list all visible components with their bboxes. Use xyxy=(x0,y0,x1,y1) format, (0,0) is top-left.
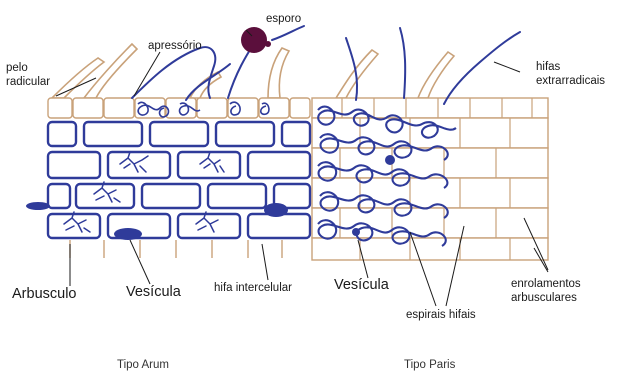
lower-walls-left xyxy=(70,240,282,258)
label-arbusculo: Arbusculo xyxy=(12,286,76,303)
label-extrarradicais: extrarradicais xyxy=(536,74,605,88)
epidermis-left xyxy=(48,98,310,118)
label-espirais-hifais: espirais hifais xyxy=(406,308,476,322)
paris-panel xyxy=(312,28,548,306)
label-hifa-intercelular: hifa intercelular xyxy=(214,281,292,295)
label-esporo: esporo xyxy=(266,12,301,26)
label-vesicula-right: Vesícula xyxy=(334,277,389,294)
caption-tipo-paris: Tipo Paris xyxy=(404,358,455,372)
extraradical-hyphae-right xyxy=(346,28,520,104)
label-pelo: pelo xyxy=(6,61,28,75)
caption-tipo-arum: Tipo Arum xyxy=(117,358,169,372)
label-vesicula-left: Vesícula xyxy=(126,284,181,301)
cortex-cells-left xyxy=(48,122,310,238)
arum-panel xyxy=(26,26,310,286)
label-hifas: hifas xyxy=(536,60,560,74)
root-hairs-right xyxy=(336,50,454,98)
label-enrolamentos: enrolamentos xyxy=(511,277,581,291)
label-apressorio: apressório xyxy=(148,39,202,53)
spore xyxy=(241,27,271,53)
label-radicular: radicular xyxy=(6,75,50,89)
label-arbusculares: arbusculares xyxy=(511,291,577,305)
